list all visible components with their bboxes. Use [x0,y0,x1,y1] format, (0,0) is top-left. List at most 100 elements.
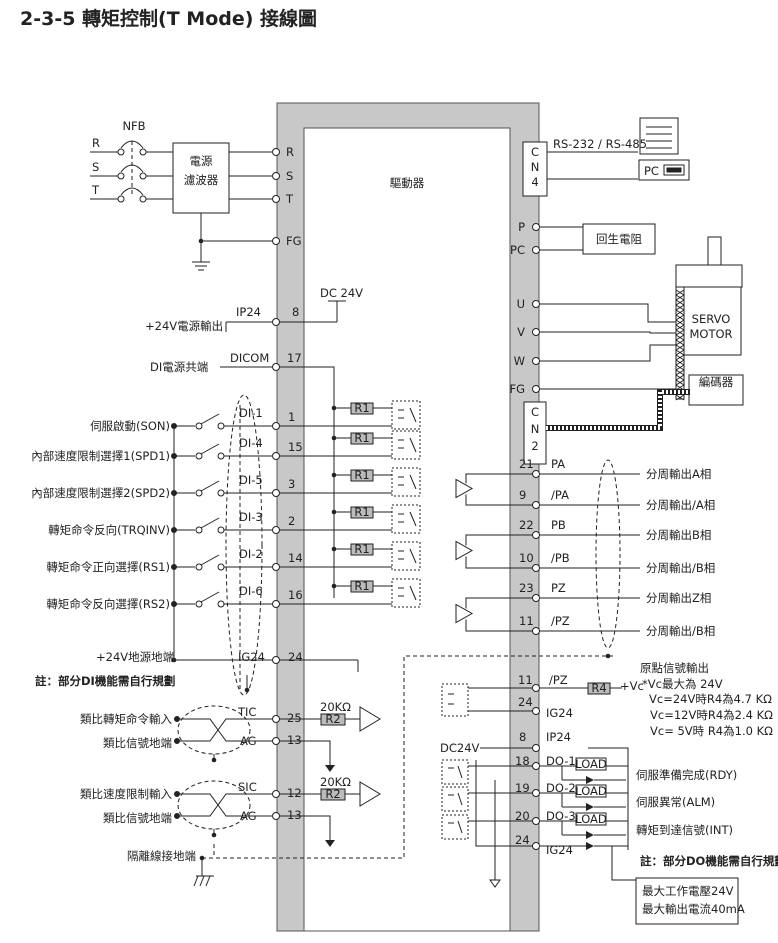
switch-contact [217,422,225,430]
wire [199,875,205,887]
ground-arrow [325,765,335,772]
encoder-cable-pattern [546,390,690,430]
pin-name: PA [551,457,565,471]
comm-label: RS-232 / RS-485 [553,137,647,151]
pulse-label: 分周輸出A相 [646,467,711,481]
optocoupler [391,578,421,608]
oc-note: *Vc最大為 24V [642,677,723,691]
breaker-contact [139,148,147,156]
line-driver [455,603,474,624]
wire [675,359,685,366]
max-box [635,877,739,925]
pin-number: 2 [288,514,295,528]
terminal-AG [272,812,280,820]
wire [280,740,331,765]
pin-number: 10 [519,551,534,565]
wire [179,718,272,742]
filter-label: 電源 [190,154,213,168]
wire [675,344,685,351]
wire [465,494,509,506]
wire [179,793,272,817]
pin-number: 18 [515,754,530,768]
analog-shield [177,705,251,755]
switch-contact [195,563,203,571]
pin-number: 14 [288,551,303,565]
wire [540,331,676,334]
load-label: LOAD [575,812,607,826]
wire [675,324,685,331]
wire [200,554,220,566]
wire [179,793,272,817]
pulse-shield [595,459,621,649]
switch-contact [217,452,225,460]
wire [205,875,211,887]
terminal-DI-5 [272,489,280,497]
wire [475,760,532,847]
di-name: DI-3 [239,510,263,524]
wire [193,875,199,887]
wire [675,374,685,381]
wire [675,369,685,376]
wire [675,349,685,356]
pin-name: FG [509,382,525,396]
pin-name: IP24 [236,305,261,319]
res-value: 20KΩ [320,775,351,789]
cn2-box [523,401,547,465]
wire [675,334,685,341]
cn2-label: C [531,405,539,419]
encoder-label: 編碼器 [699,375,734,389]
terminal-PC [532,246,540,254]
switch-contact [195,422,203,430]
switch-contact [217,563,225,571]
terminal-U [532,300,540,308]
line-driver [455,478,474,499]
terminal-dicom [272,363,280,371]
r1-label: R1 [354,401,369,415]
r4-label: R4 [591,681,606,695]
analog-shield [177,780,251,830]
pin-name: DO-2 [546,781,576,795]
junction-dot [331,583,337,589]
note-di: 註：部分DI機能需自行規劃 [35,674,175,688]
pin-name: PB [551,518,566,532]
analog-label: 類比速度限制輸入 [80,787,172,801]
r1-label: R1 [354,431,369,445]
terminal-V [532,328,540,336]
switch-contact [217,600,225,608]
terminal-do-ig24 [532,842,540,850]
terminal-ip24 [272,318,280,326]
pin-number: 13 [287,808,302,822]
flyback-diode [586,842,594,850]
wire [675,394,685,401]
static-layer [90,102,744,932]
cn4-label: 4 [531,175,538,189]
flyback-diode [586,803,594,811]
wire [409,511,417,527]
pin-name: W [514,354,525,368]
terminal-oc-pz [532,684,540,692]
flyback-diode [586,776,594,784]
wire [540,303,676,323]
optocoupler [391,400,421,430]
do-optocoupler [441,786,469,812]
wire [675,364,685,371]
wire [200,413,220,425]
switch-contact [195,452,203,460]
wire [280,366,335,598]
pin-name: IG24 [546,843,573,857]
page-title: 2-3-5 轉矩控制(T Mode) 接線圖 [20,8,318,30]
phase-label: R [92,136,100,150]
breaker-arc [120,187,144,196]
wire [465,556,509,569]
di-name: DI-4 [239,436,263,450]
terminal-/PZ [532,627,540,635]
junction-dot [331,546,337,552]
terminal-/PA [532,501,540,509]
di-label: 轉矩命令反向(TRQINV) [48,523,170,537]
pin-name: /PZ [551,614,570,628]
wire [675,314,685,321]
wire [202,655,614,859]
di-name: DI-1 [239,406,263,420]
pin-number: 17 [287,351,302,365]
